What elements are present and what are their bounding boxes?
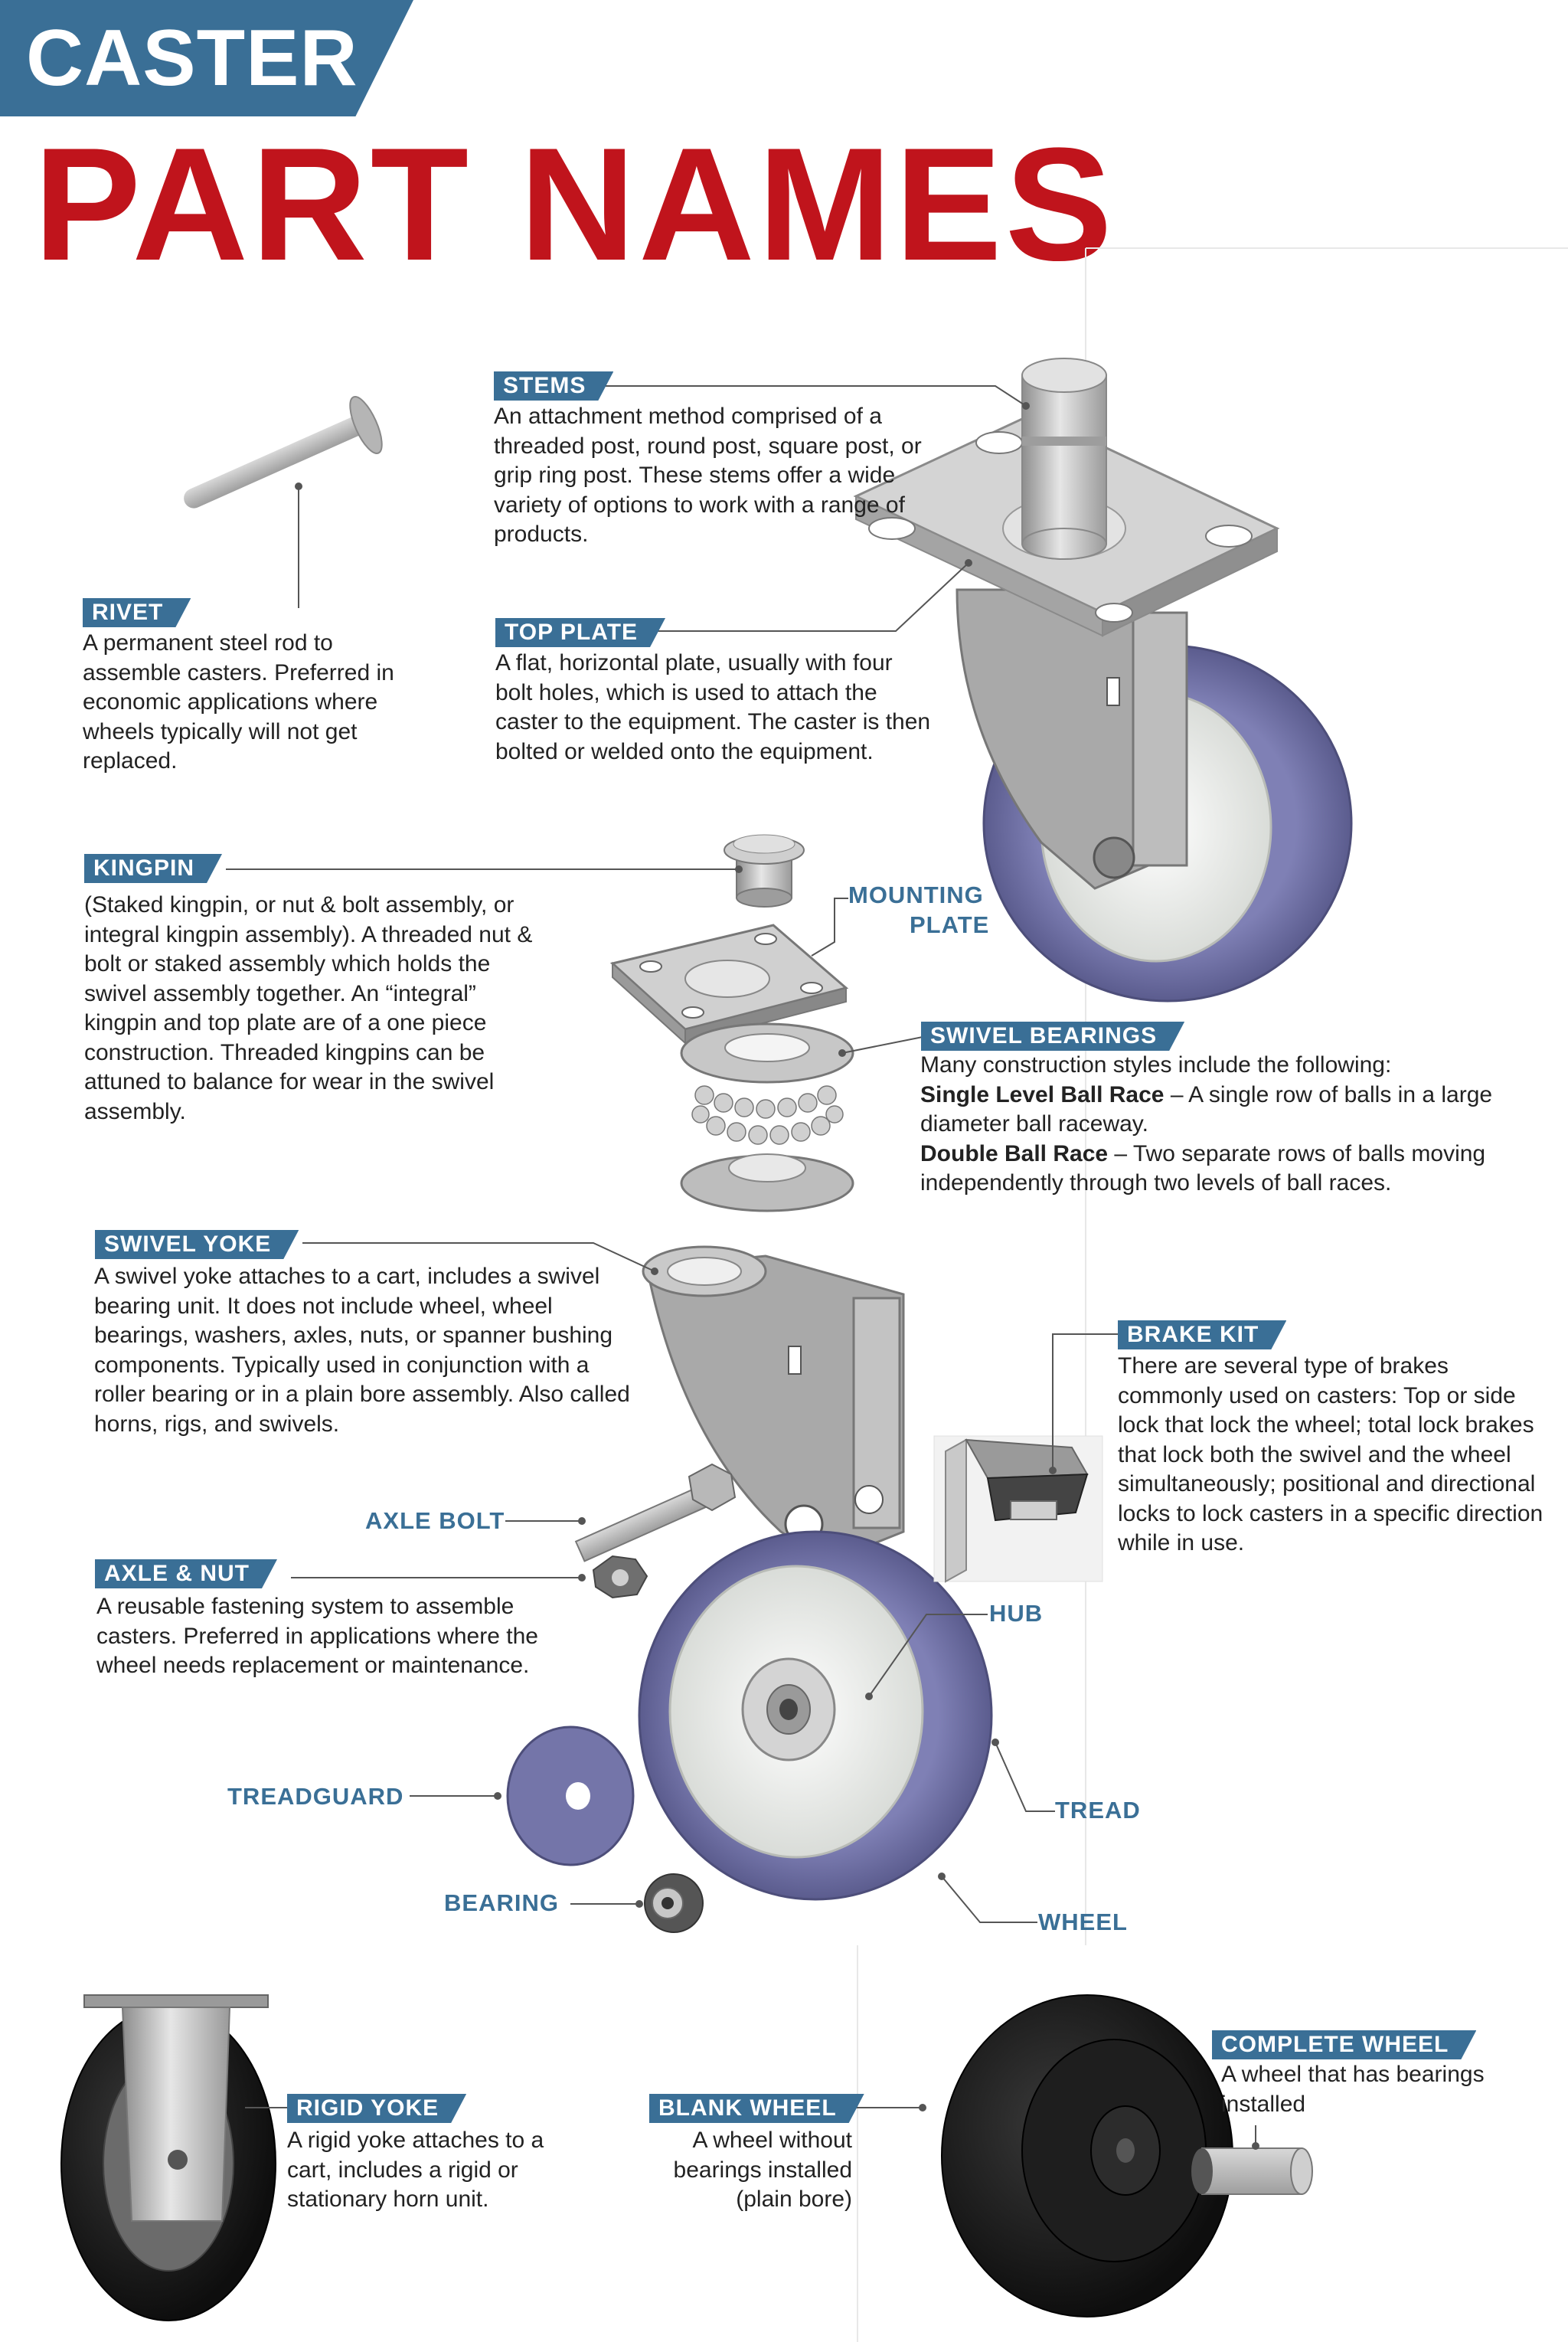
leader-lines — [226, 385, 1259, 2150]
kingpin-description: (Staked kingpin, or nut & bolt assembly,… — [84, 892, 533, 1124]
rigid-yoke-label: RIGID YOKE — [287, 2094, 466, 2123]
stems-description: An attachment method comprised of a thre… — [494, 404, 922, 547]
kingpin-label: KINGPIN — [84, 854, 222, 883]
single-level-desc: – A single row of balls in a large diame… — [920, 1081, 1493, 1137]
bearing-callout: BEARING — [444, 1889, 559, 1916]
swivel-yoke-label: SWIVEL YOKE — [95, 1230, 299, 1259]
double-race-name: Double Ball Race — [920, 1140, 1109, 1166]
kingpin-illustration — [724, 834, 805, 908]
rigid-yoke-illustration — [60, 1994, 276, 2321]
mounting-plate-illustration — [609, 924, 849, 1045]
exploded-wheel-illustration — [638, 1530, 993, 1901]
rigid-yoke-description: A rigid yoke attaches to a cart, include… — [287, 2128, 544, 2212]
swivel-bearing-illustration — [680, 1022, 854, 1212]
page-title: PART NAMES — [34, 114, 1116, 294]
swivel-yoke-illustration — [642, 1245, 905, 1564]
complete-wheel-description: A wheel that has bearings installed — [1221, 2062, 1485, 2117]
mounting-plate-callout-line2: PLATE — [910, 911, 990, 938]
axle-bolt-callout: AXLE BOLT — [365, 1507, 505, 1534]
assembled-caster-illustration — [853, 358, 1353, 1003]
stems-label: STEMS — [494, 371, 613, 401]
axle-bolt-illustration — [574, 1463, 737, 1562]
rivet-description: A permanent steel rod to assemble caster… — [83, 630, 394, 774]
banner-text: CASTER — [26, 14, 358, 103]
black-wheel-illustration — [941, 1994, 1233, 2317]
complete-wheel-label: COMPLETE WHEEL — [1212, 2030, 1476, 2059]
swivel-bearings-description: Many construction styles include the fol… — [920, 1051, 1563, 1199]
brake-kit-label: BRAKE KIT — [1118, 1320, 1286, 1349]
complete-wheel-bearing-illustration — [1191, 2147, 1313, 2195]
header-banner — [0, 0, 413, 116]
brake-kit-description: There are several type of brakes commonl… — [1118, 1353, 1544, 1555]
double-race-desc: – Two separate rows of balls moving inde… — [920, 1140, 1486, 1196]
tread-callout: TREAD — [1055, 1797, 1141, 1824]
swivel-yoke-description: A swivel yoke attaches to a cart, includ… — [94, 1264, 630, 1437]
brake-kit-illustration — [933, 1435, 1103, 1583]
treadguard-illustration — [506, 1725, 635, 1866]
swivel-bearings-label: SWIVEL BEARINGS — [921, 1022, 1184, 1051]
top-plate-description: A flat, horizontal plate, usually with f… — [495, 650, 931, 764]
mounting-plate-callout-line1: MOUNTING — [848, 882, 984, 908]
axle-nut-illustration — [592, 1555, 648, 1599]
axle-nut-label: AXLE & NUT — [95, 1559, 277, 1588]
swivel-bearings-intro: Many construction styles include the fol… — [920, 1052, 1392, 1078]
bearing-illustration — [644, 1873, 704, 1933]
single-level-name: Single Level Ball Race — [920, 1081, 1165, 1107]
blank-wheel-label: BLANK WHEEL — [649, 2094, 864, 2123]
treadguard-callout: TREADGUARD — [227, 1783, 404, 1810]
rivet-illustration — [184, 396, 383, 509]
swivel-bearings-item-double: Double Ball Race – Two separate rows of … — [920, 1140, 1563, 1199]
swivel-bearings-item-single: Single Level Ball Race – A single row of… — [920, 1081, 1563, 1140]
blank-wheel-description: A wheel without bearings installed (plai… — [673, 2128, 852, 2212]
hub-callout: HUB — [989, 1600, 1044, 1627]
wheel-callout: WHEEL — [1038, 1909, 1128, 1935]
rivet-label: RIVET — [83, 598, 191, 627]
top-plate-label: TOP PLATE — [495, 618, 665, 647]
axle-nut-description: A reusable fastening system to assemble … — [96, 1594, 538, 1678]
